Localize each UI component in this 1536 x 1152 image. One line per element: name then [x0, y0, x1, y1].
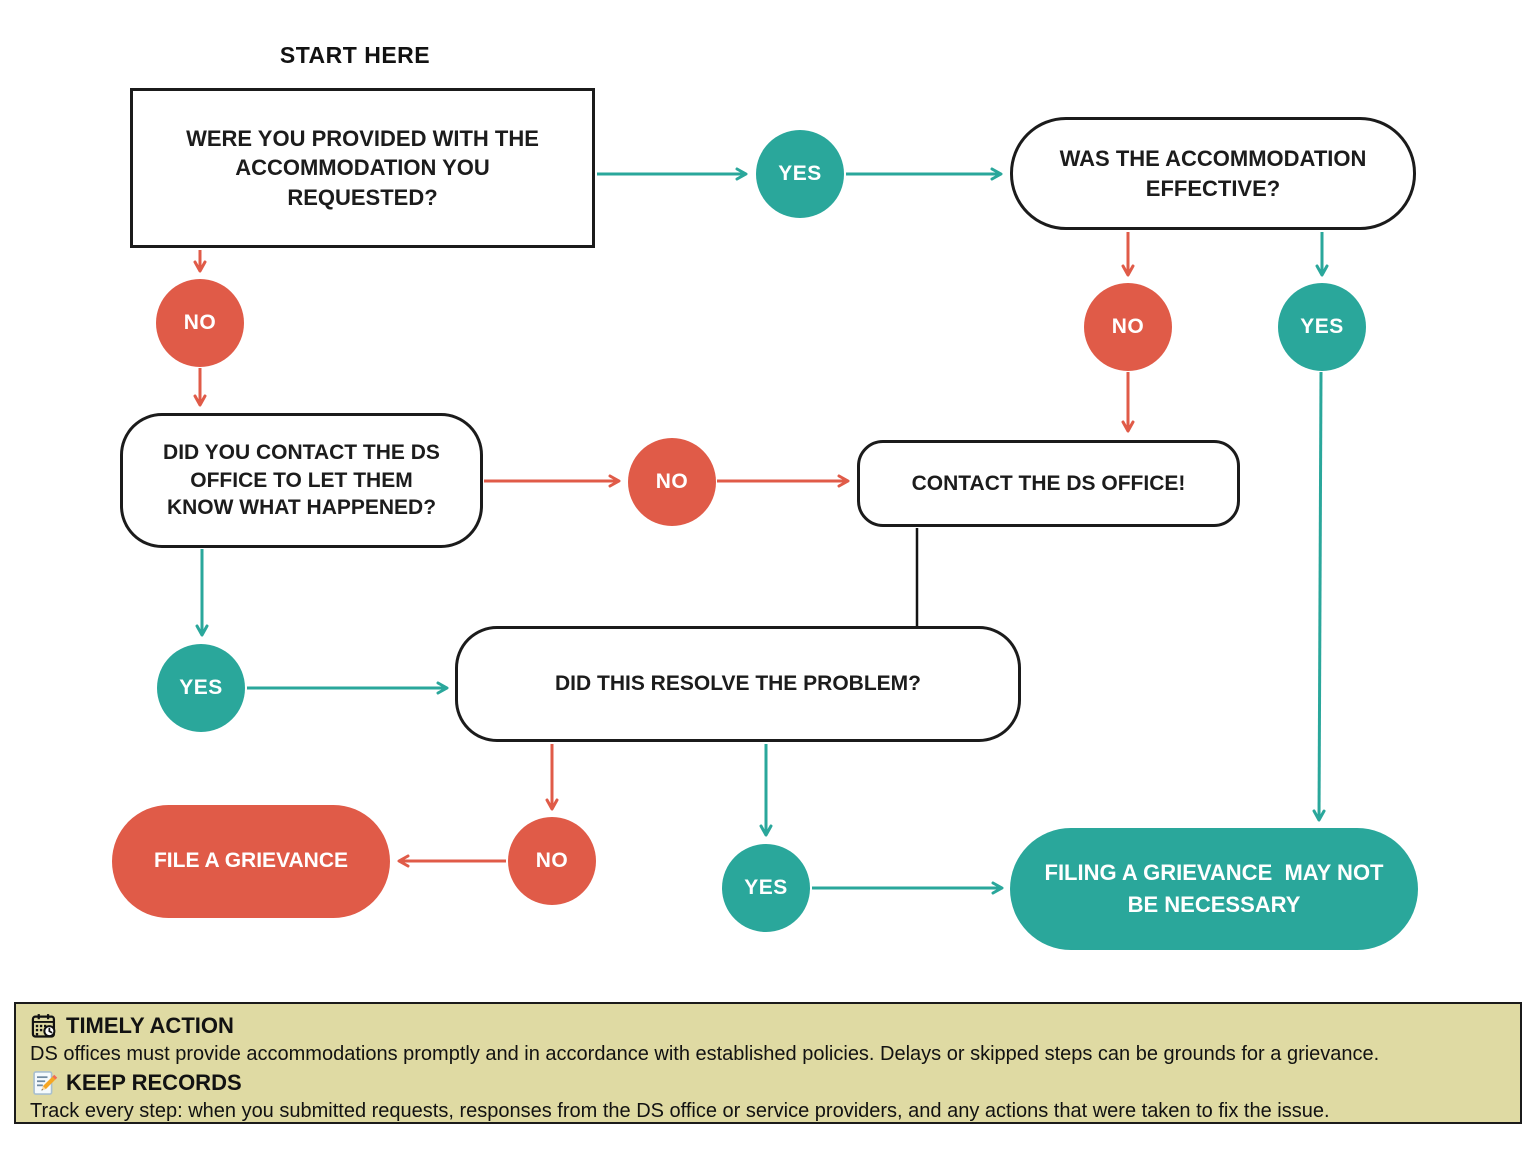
- result-grievance-not-necessary-line2: BE NECESSARY: [1127, 892, 1301, 917]
- action-contact-ds-office: CONTACT THE DS OFFICE!: [857, 440, 1240, 527]
- memo-pencil-icon: [30, 1069, 58, 1097]
- question-contacted-ds-office: DID YOU CONTACT THE DS OFFICE TO LET THE…: [120, 413, 483, 548]
- keep-records-row: KEEP RECORDS: [30, 1069, 1506, 1097]
- result-grievance-not-necessary: FILING A GRIEVANCE MAY NOT BE NECESSARY: [1010, 828, 1418, 950]
- calendar-clock-icon: [30, 1012, 58, 1040]
- question-resolved-problem: DID THIS RESOLVE THE PROBLEM?: [455, 626, 1021, 742]
- question-accommodation-effective: WAS THE ACCOMMODATION EFFECTIVE?: [1010, 117, 1416, 230]
- start-here-label: START HERE: [279, 42, 431, 68]
- question-provided-accommodation: WERE YOU PROVIDED WITH THE ACCOMMODATION…: [130, 88, 595, 248]
- no-badge-contacted: NO: [628, 438, 716, 526]
- result-file-grievance: FILE A GRIEVANCE: [112, 805, 390, 918]
- timely-action-text: DS offices must provide accommodations p…: [30, 1043, 1380, 1065]
- connector-yes-notnecessary-long: [1312, 371, 1326, 822]
- no-badge-resolved: NO: [508, 817, 596, 905]
- yes-badge-contacted: YES: [157, 644, 245, 732]
- yes-badge-provided: YES: [756, 130, 844, 218]
- timely-action-title: TIMELY ACTION: [66, 1012, 234, 1038]
- yes-badge-resolved: YES: [722, 844, 810, 932]
- yes-badge-effective: YES: [1278, 283, 1366, 371]
- keep-records-title: KEEP RECORDS: [66, 1069, 242, 1095]
- no-badge-provided: NO: [156, 279, 244, 367]
- no-badge-effective: NO: [1084, 283, 1172, 371]
- info-banner: TIMELY ACTION DS offices must provide ac…: [14, 1002, 1522, 1124]
- keep-records-text: Track every step: when you submitted req…: [30, 1100, 1330, 1122]
- timely-action-row: TIMELY ACTION: [30, 1012, 1506, 1040]
- result-grievance-not-necessary-line1: FILING A GRIEVANCE MAY NOT: [1044, 860, 1384, 886]
